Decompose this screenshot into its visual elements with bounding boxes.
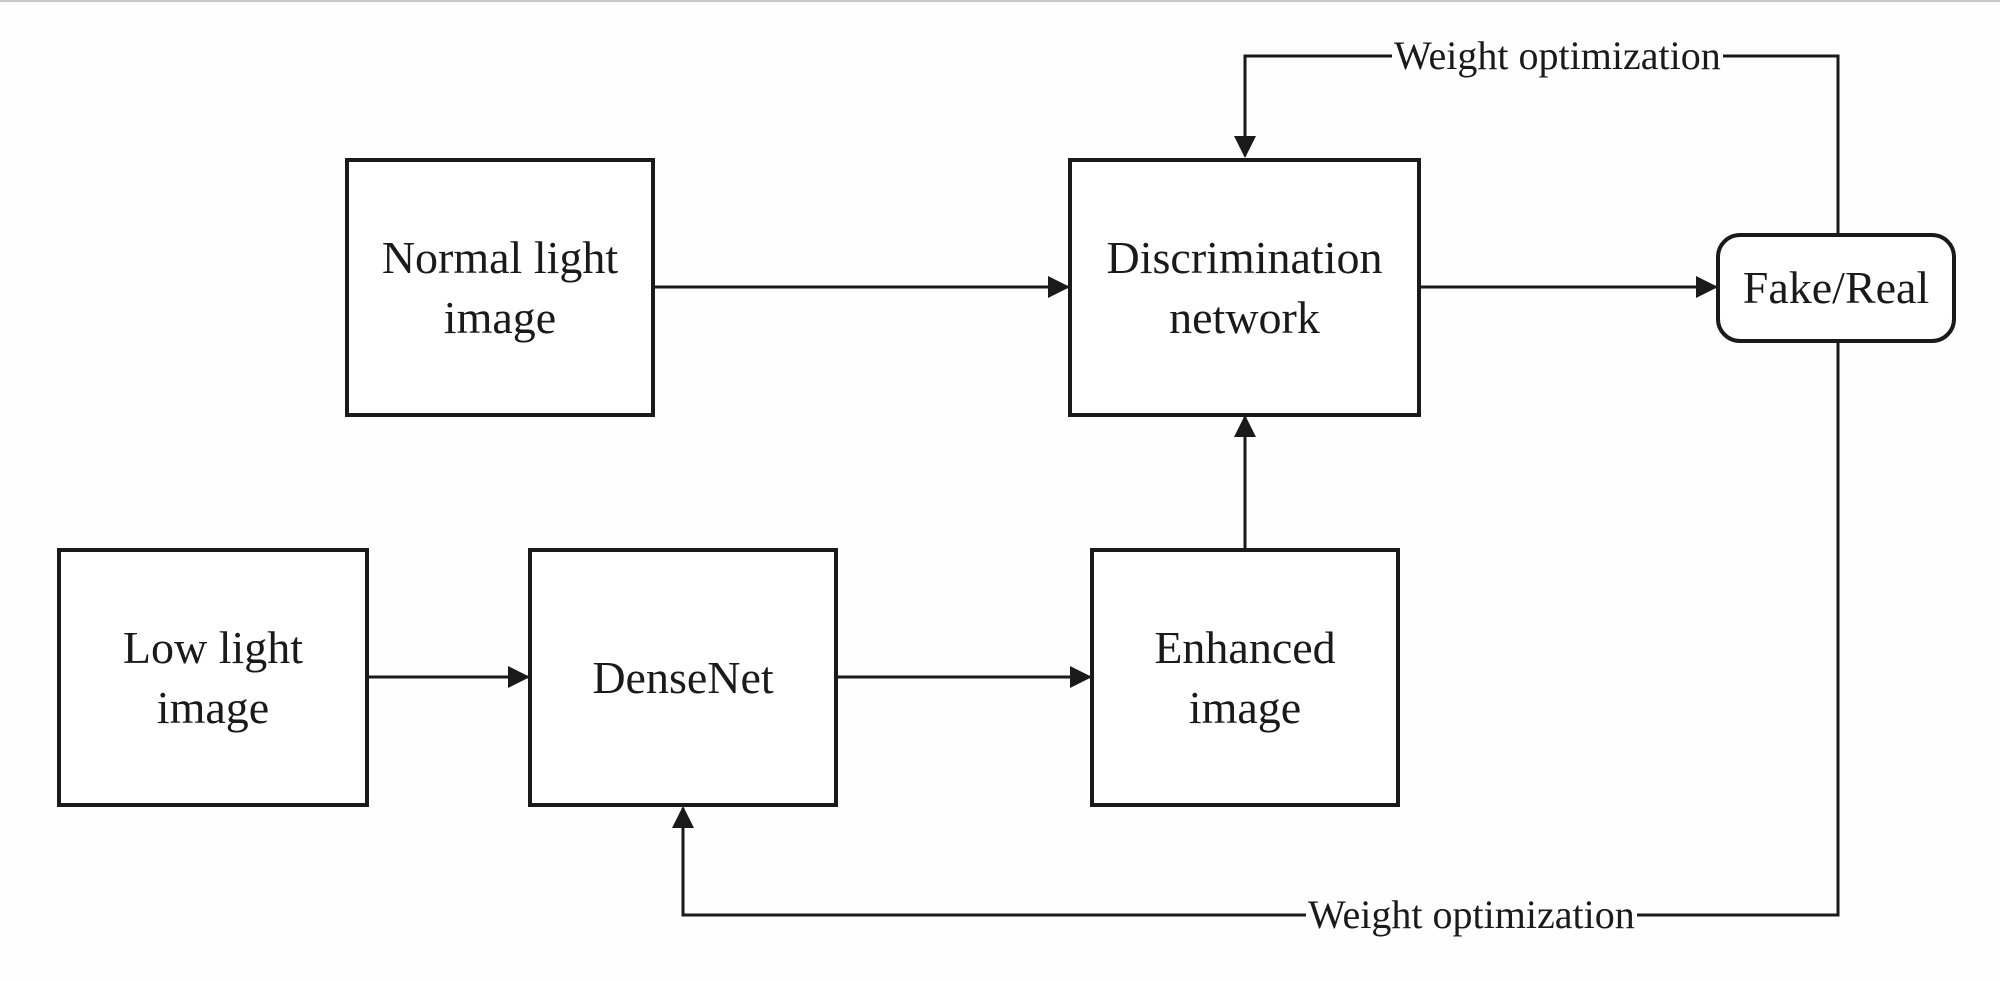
top-weight-optimization-label: Weight optimization: [1392, 32, 1723, 80]
enhanced-image-line1: Enhanced: [1154, 621, 1336, 673]
enhanced-image-line2: image: [1188, 681, 1302, 733]
normal-light-image-line2: image: [443, 291, 557, 343]
discrimination-network-box: Discrimination network: [1068, 158, 1421, 417]
low-light-image-line1: Low light: [122, 621, 304, 673]
densenet-label: DenseNet: [592, 651, 774, 703]
fake-real-box: Fake/Real: [1716, 233, 1956, 343]
normal-light-image-line1: Normal light: [381, 231, 619, 283]
low-light-image-box: Low light image: [57, 548, 369, 807]
discrimination-network-line2: network: [1169, 291, 1320, 343]
enhanced-image-box: Enhanced image: [1090, 548, 1400, 807]
bottom-weight-optimization-label: Weight optimization: [1306, 891, 1637, 939]
edge-bottom-weight-optimization: [672, 343, 1840, 917]
discrimination-network-line1: Discrimination: [1106, 231, 1383, 283]
densenet-box: DenseNet: [528, 548, 838, 807]
fake-real-label: Fake/Real: [1742, 262, 1930, 313]
low-light-image-line2: image: [156, 681, 270, 733]
normal-light-image-box: Normal light image: [345, 158, 655, 417]
